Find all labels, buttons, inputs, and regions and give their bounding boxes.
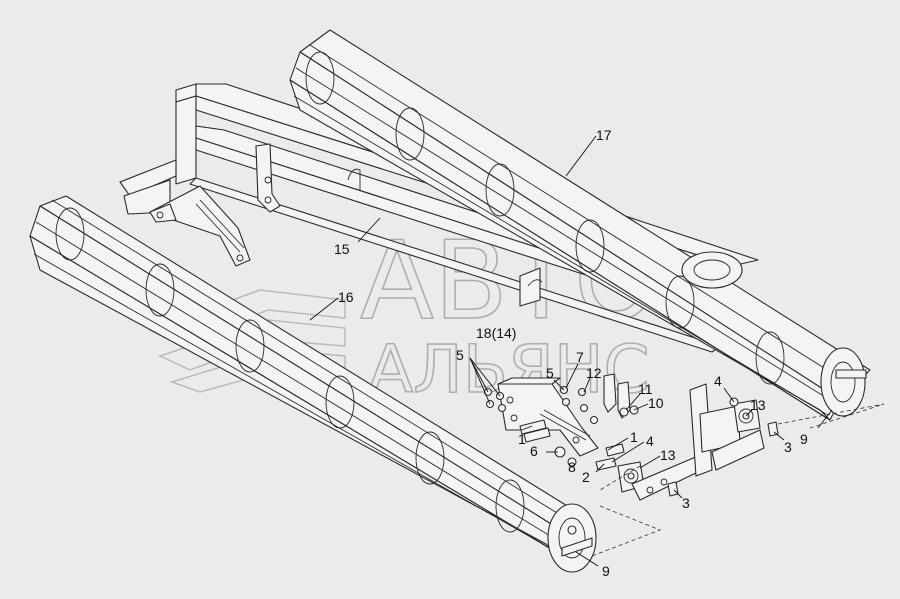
frame-bracket-left	[255, 143, 281, 213]
callout-16: 16	[338, 289, 354, 305]
callout-10: 10	[648, 395, 664, 411]
callout-18-14: 18(14)	[476, 325, 516, 341]
callout-6: 6	[530, 443, 538, 459]
callout-9-upper: 9	[800, 431, 808, 447]
callout-9-lower: 9	[602, 563, 610, 579]
leader-lines	[309, 135, 833, 567]
callout-labels: 17 15 16 18(14) 5 5 7 12 11 10 4 13 3 9 …	[334, 127, 808, 579]
roller-16-front	[29, 195, 597, 573]
callout-1-right: 1	[630, 429, 638, 445]
callout-3-lower: 3	[682, 495, 690, 511]
callout-4-lower: 4	[646, 433, 654, 449]
roller-bracket-16	[149, 185, 251, 267]
callout-13-upper: 13	[750, 397, 766, 413]
center-bracket-assembly	[483, 377, 625, 471]
callout-2: 2	[582, 469, 590, 485]
bearing-flange-lower	[617, 455, 703, 501]
callout-8: 8	[568, 459, 576, 475]
callout-7: 7	[576, 349, 584, 365]
callout-5-left: 5	[456, 347, 464, 363]
callout-15: 15	[334, 241, 350, 257]
axis-lines	[591, 403, 885, 557]
callout-4-upper: 4	[714, 373, 722, 389]
callout-3-upper: 3	[784, 439, 792, 455]
callout-17: 17	[596, 127, 612, 143]
callout-11: 11	[638, 381, 653, 397]
roller-17	[289, 29, 871, 421]
callout-5-right: 5	[546, 365, 554, 381]
callout-13-lower: 13	[660, 447, 676, 463]
callout-12: 12	[586, 365, 602, 381]
callout-1-left: 1	[518, 431, 526, 447]
